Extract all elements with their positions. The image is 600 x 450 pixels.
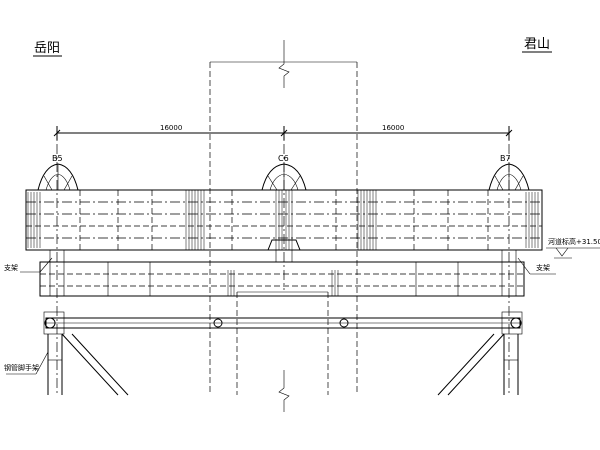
elevation-label: 河道标高+31.506 (548, 237, 600, 246)
hatch-left-end (27, 192, 41, 248)
hatch-right-mid (357, 190, 377, 250)
left-place-label: 岳阳 (34, 41, 60, 56)
hatch-right-end (525, 192, 539, 248)
support-frame (39, 249, 525, 297)
pier-c6-label: C6 (278, 154, 289, 163)
break-line-bottom (278, 370, 290, 412)
center-column-outline (209, 61, 358, 395)
right-place-label: 君山 (524, 37, 550, 52)
scaffold-label: 钢管脚手架 (4, 363, 39, 372)
main-girder (25, 189, 543, 251)
dimension-left: 16000 (160, 124, 182, 132)
scaffold-legs (47, 333, 519, 396)
support-left-label: 支架 (4, 263, 18, 272)
support-right-label: 支架 (536, 263, 550, 272)
pier-b7-arch (488, 163, 530, 191)
break-line-top (278, 40, 290, 88)
support-right-leader (517, 257, 556, 275)
elevation-marker (546, 247, 600, 259)
dimension-line (53, 126, 513, 140)
hatch-left-mid (185, 190, 205, 250)
pier-c6-arch (261, 163, 307, 191)
pier-b5-label: B5 (52, 154, 63, 163)
support-left-leader (20, 257, 53, 273)
scaffold-leader (6, 351, 49, 375)
tie-beam (43, 311, 523, 335)
pier-b5-arch (37, 163, 79, 191)
dimension-right: 16000 (382, 124, 404, 132)
pier-b7-label: B7 (500, 154, 511, 163)
